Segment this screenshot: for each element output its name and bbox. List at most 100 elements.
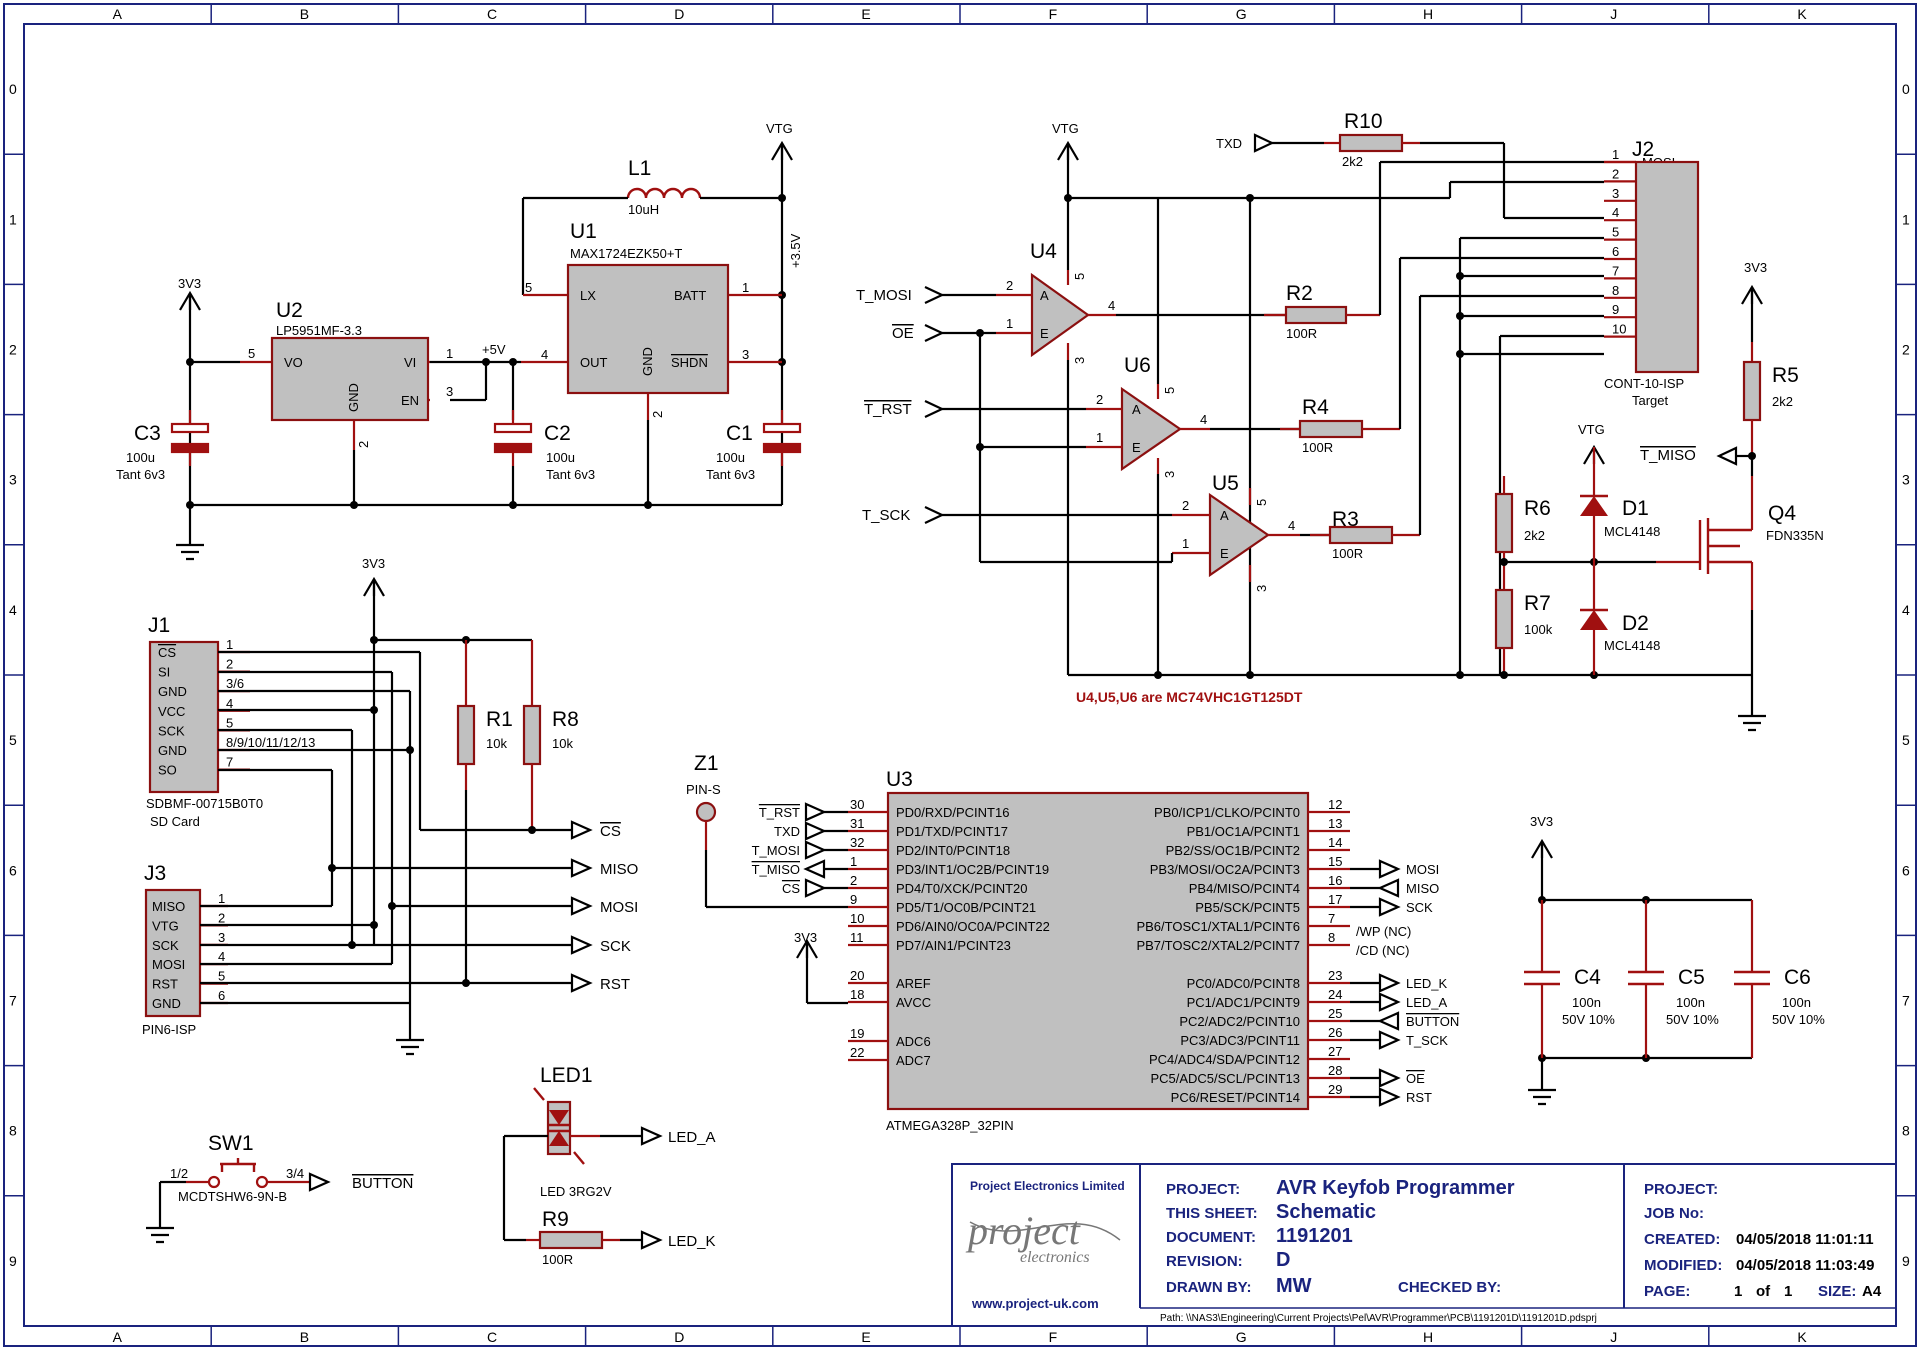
title-block: Project Electronics Limited project elec… (951, 1163, 1897, 1327)
frame-col-label: F (1049, 1329, 1058, 1345)
u3-pin-name: PD0/RXD/PCINT16 (896, 805, 1009, 820)
sw1-p1: 1/2 (170, 1166, 188, 1181)
svg-text:5: 5 (1254, 499, 1269, 506)
net-label: LED_K (1406, 976, 1448, 991)
port-icon (1378, 1087, 1401, 1107)
frame-row-label: 9 (1902, 1253, 1910, 1269)
frame-col-label: J (1610, 6, 1617, 22)
resistor-r7 (1494, 588, 1514, 650)
j2-pin-number: 2 (1612, 166, 1619, 181)
j3-pin-number: 6 (218, 988, 225, 1003)
port-icon (1378, 1030, 1401, 1050)
j1-ref: J1 (148, 614, 170, 637)
tb-created-value: 04/05/2018 11:01:11 (1736, 1231, 1874, 1248)
led-k-net-label: LED_K (668, 1233, 716, 1250)
tb-modified-key: MODIFIED: (1644, 1257, 1722, 1274)
frame-row-label: 5 (1902, 732, 1910, 748)
tb-page-key: PAGE: (1644, 1283, 1690, 1300)
net-label: OE (1406, 1071, 1425, 1086)
frame-col-label: B (300, 1329, 309, 1345)
resistor-r5 (1742, 360, 1762, 422)
tb-r-project: PROJECT: (1644, 1181, 1718, 1198)
u3-pin-number: 28 (1328, 1063, 1342, 1078)
t-miso-label: T_MISO (1640, 447, 1696, 464)
diode-d1 (1580, 496, 1608, 516)
frame-row-label: 2 (9, 342, 17, 358)
j1-sub: SD Card (150, 814, 200, 829)
vtg-label-3: VTG (1578, 422, 1605, 437)
port-icon (1377, 878, 1400, 898)
net-label: /WP (NC) (1356, 924, 1411, 939)
u3-pin-number: 7 (1328, 911, 1335, 926)
u3-pin-number: 17 (1328, 892, 1342, 907)
v33-label-1: 3V3 (178, 276, 201, 291)
d1-value: MCL4148 (1604, 524, 1660, 539)
u3-pin-number: 20 (850, 968, 864, 983)
j2-pin-number: 4 (1612, 205, 1619, 220)
ground-icon (146, 1226, 174, 1244)
u2-pin3: 3 (446, 384, 453, 399)
frame-row-label: 5 (9, 732, 17, 748)
u3-pin-name: PC0/ADC0/PCINT8 (1187, 976, 1300, 991)
switch-sw1 (207, 1175, 221, 1189)
c2-ref: C2 (544, 422, 571, 445)
tb-created-key: CREATED: (1644, 1231, 1720, 1248)
test-point-z1 (695, 801, 717, 823)
u3-pin-number: 13 (1328, 816, 1342, 831)
cs-port-icon (570, 820, 593, 840)
v35-label: +3.5V (788, 233, 803, 268)
j2-pin-number: 6 (1612, 244, 1619, 259)
ground-icon (1528, 1088, 1556, 1106)
j3-pin-number: 1 (218, 891, 225, 906)
u3-pin-number: 30 (850, 797, 864, 812)
svg-text:2: 2 (1006, 278, 1013, 293)
frame-col-label: K (1797, 1329, 1807, 1345)
u3-pin-number: 22 (850, 1045, 864, 1060)
tb-drawn-value: MW (1276, 1275, 1312, 1297)
u3-pin-number: 25 (1328, 1006, 1342, 1021)
frame-col-label: C (487, 6, 497, 22)
j3-pin-number: 3 (218, 930, 225, 945)
capacitor-rating: 50V 10% (1666, 1012, 1719, 1027)
c1-type: Tant 6v3 (706, 467, 755, 482)
u1-pin4: 4 (541, 347, 548, 362)
u3-pin-name: PD2/INT0/PCINT18 (896, 843, 1010, 858)
port-icon (804, 821, 827, 841)
j2-pin-number: 3 (1612, 186, 1619, 201)
t-mosi-label: T_MOSI (856, 287, 912, 304)
j1-pin-number: 5 (226, 715, 233, 730)
ground-icon (396, 1038, 424, 1056)
j1-pin-name: SO (158, 763, 177, 778)
svg-text:4: 4 (1200, 412, 1207, 427)
u1-body (566, 263, 730, 395)
resistor-r4 (1298, 419, 1364, 439)
u3-pin-name: AVCC (896, 995, 931, 1010)
buffer-u5 (1208, 492, 1270, 578)
q4-value: FDN335N (1766, 528, 1824, 543)
led-k-port-icon (640, 1230, 663, 1250)
j2-body (1634, 160, 1700, 374)
u5-ref: U5 (1212, 472, 1239, 495)
u1-shdn: SHDN (671, 355, 708, 370)
j1-pin-number: 4 (226, 696, 233, 711)
svg-text:2: 2 (1096, 392, 1103, 407)
frame-row-label: 8 (1902, 1123, 1910, 1139)
net-label: CS (782, 881, 800, 896)
u2-vo: VO (284, 355, 303, 370)
port-icon (804, 878, 827, 898)
j2-ref: J2 (1632, 138, 1654, 161)
capacitor-c3 (170, 410, 210, 466)
capacitor-ref: C4 (1574, 966, 1601, 989)
j1-pin-name: SI (158, 665, 170, 680)
u2-ref: U2 (276, 299, 303, 322)
svg-text:1: 1 (1006, 316, 1013, 331)
sd-isp-section: 3V3 J1 SDBMF-00715B0T0 SD Card CS1SI2GND… (142, 556, 638, 1056)
j3-part: PIN6-ISP (142, 1022, 196, 1037)
c2-value: 100u (546, 450, 575, 465)
c1-value: 100u (716, 450, 745, 465)
u1-part: MAX1724EZK50+T (570, 246, 682, 261)
j1-pin-name: GND (158, 684, 187, 699)
net-label: T_MISO (752, 862, 800, 877)
j1-pin-name: SCK (158, 723, 185, 738)
resistor-r8 (522, 704, 542, 766)
